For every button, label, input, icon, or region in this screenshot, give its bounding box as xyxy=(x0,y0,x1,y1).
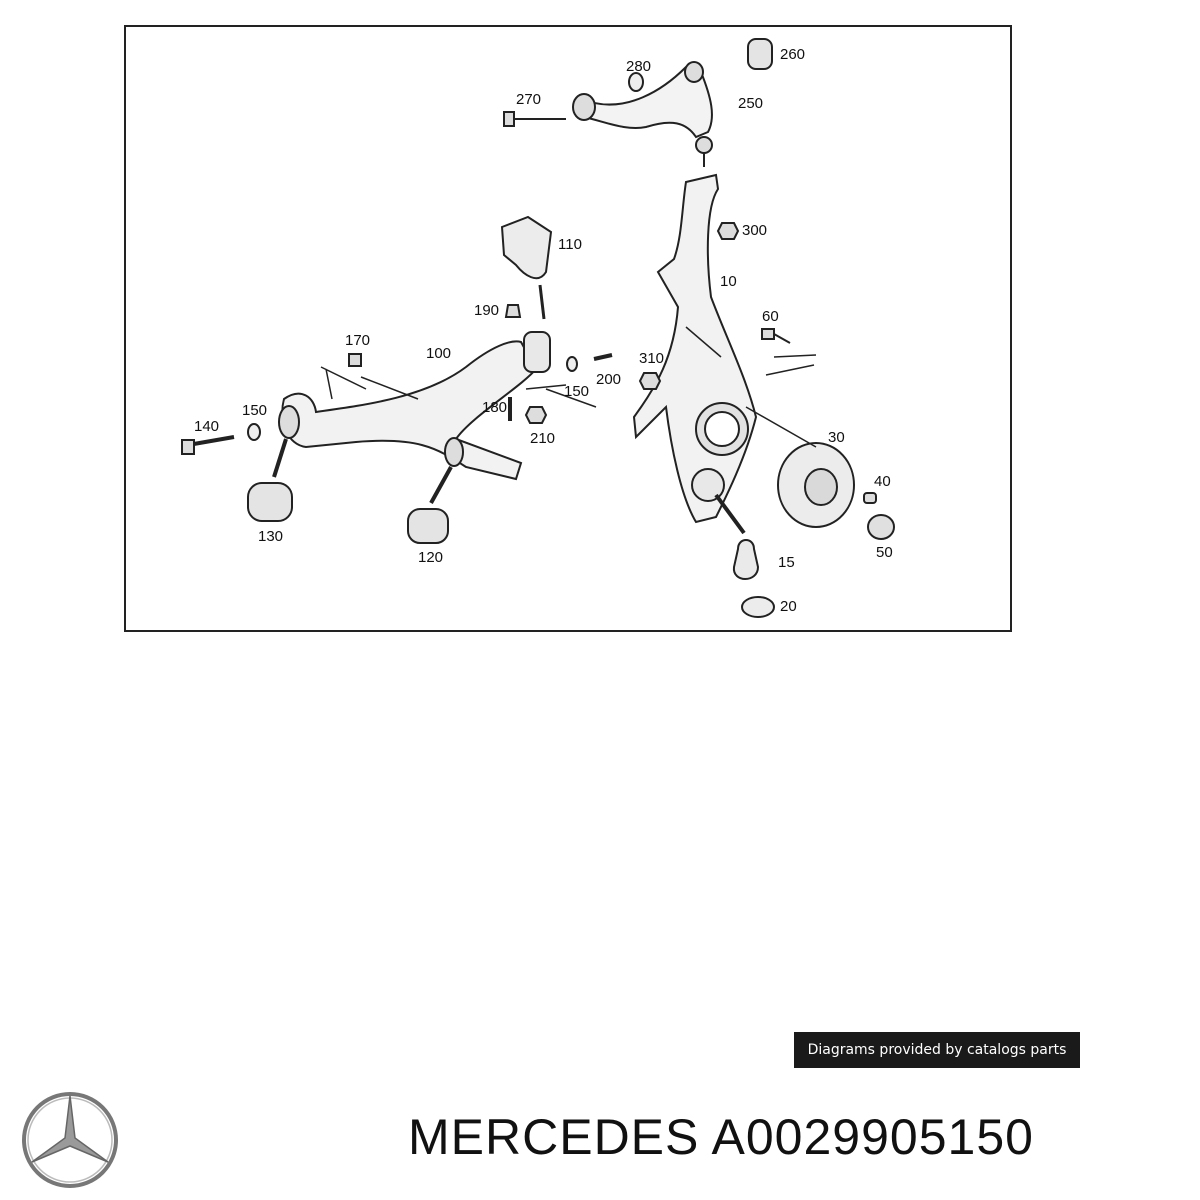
bolt-200 xyxy=(593,353,613,361)
arrow-120 xyxy=(429,466,453,504)
part-40 xyxy=(863,492,877,504)
lower-arm-rear-bushing xyxy=(278,405,300,439)
bushing-260 xyxy=(747,38,773,70)
upper-arm-front-eye xyxy=(684,61,704,83)
bolt-140 xyxy=(187,435,235,447)
callout-40: 40 xyxy=(874,473,891,490)
callout-150-lower: 150 xyxy=(242,402,267,419)
boot-20 xyxy=(741,596,775,618)
callout-100: 100 xyxy=(426,345,451,362)
nut-50 xyxy=(867,514,895,540)
washer-280 xyxy=(628,72,644,92)
callout-260: 260 xyxy=(780,46,805,63)
knuckle-ball-joint-bore xyxy=(691,468,725,502)
brand-title: MERCEDES A0029905150 xyxy=(408,1108,1034,1166)
callout-30: 30 xyxy=(828,429,845,446)
callout-110: 110 xyxy=(558,236,582,253)
callout-60: 60 xyxy=(762,308,779,325)
arm-bushing-mount xyxy=(523,331,551,373)
nut-170 xyxy=(348,353,362,367)
callout-120: 120 xyxy=(418,549,443,566)
callout-180: 180 xyxy=(482,399,507,416)
callout-150-upper: 150 xyxy=(564,383,589,400)
upper-control-arm xyxy=(579,65,713,139)
nut-210 xyxy=(524,406,548,424)
callout-15: 15 xyxy=(778,554,795,571)
arrow-15 xyxy=(714,493,746,535)
credit-badge: Diagrams provided by catalogs parts xyxy=(794,1032,1080,1068)
diagram-frame: 260 280 270 250 300 110 10 190 60 170 10… xyxy=(124,25,1012,632)
callout-50: 50 xyxy=(876,544,893,561)
nut-310 xyxy=(638,372,662,390)
ball-joint-15 xyxy=(732,539,760,580)
callout-20: 20 xyxy=(780,598,797,615)
nut-300 xyxy=(716,222,740,240)
callout-280: 280 xyxy=(626,58,651,75)
bolt-190 xyxy=(504,304,522,318)
arrow-130 xyxy=(272,438,288,478)
brand-name: MERCEDES xyxy=(408,1109,700,1165)
suspension-diagram: 260 280 270 250 300 110 10 190 60 170 10… xyxy=(181,38,895,618)
upper-arm-bushing xyxy=(572,93,596,121)
bolt-270 xyxy=(509,114,566,124)
callout-130: 130 xyxy=(258,528,283,545)
callout-300: 300 xyxy=(742,222,767,239)
callout-140: 140 xyxy=(194,418,219,435)
part-number: A0029905150 xyxy=(711,1109,1034,1165)
bushing-130 xyxy=(247,482,293,522)
bushing-120 xyxy=(407,508,449,544)
upper-ball-joint xyxy=(695,136,713,154)
callout-10: 10 xyxy=(720,273,737,290)
callout-170: 170 xyxy=(345,332,370,349)
callout-250: 250 xyxy=(738,95,763,112)
callout-210: 210 xyxy=(530,430,555,447)
washer-150-lower xyxy=(247,423,261,441)
callout-310: 310 xyxy=(639,350,664,367)
callout-270: 270 xyxy=(516,91,541,108)
callout-190: 190 xyxy=(474,302,499,319)
bolt-60 xyxy=(761,328,775,340)
lower-control-arm xyxy=(281,340,538,481)
callout-200: 200 xyxy=(596,371,621,388)
steering-knuckle xyxy=(632,173,758,524)
washer-150-upper xyxy=(566,356,578,372)
lower-arm-front-bushing xyxy=(444,437,464,467)
bracket-110 xyxy=(500,215,553,280)
mercedes-star-logo xyxy=(22,1092,118,1188)
